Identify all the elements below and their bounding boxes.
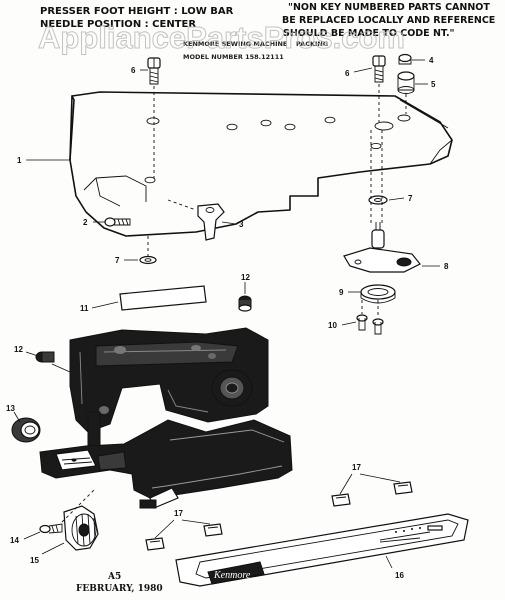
callout-12-top: 12	[241, 273, 250, 282]
screw-left-6	[147, 57, 161, 178]
non-key-note-line2: BE REPLACED LOCALLY AND REFERENCE	[282, 15, 495, 26]
rubber-ring-9	[348, 284, 396, 304]
callout-12-left: 12	[14, 345, 23, 354]
callout-9: 9	[339, 288, 344, 297]
callout-5: 5	[431, 80, 436, 89]
callout-6-right: 6	[345, 69, 350, 78]
callout-17-left: 17	[174, 509, 183, 518]
front-panel-16: Kenmore	[175, 513, 469, 587]
callout-17-right: 17	[352, 463, 361, 472]
callout-7-left: 7	[115, 256, 120, 265]
needle-position-note: NEEDLE POSITION : CENTER	[40, 19, 196, 30]
callout-2: 2	[83, 218, 88, 227]
clamp-3	[167, 199, 237, 241]
callout-4: 4	[429, 56, 434, 65]
callout-1: 1	[17, 156, 22, 165]
bushing-5	[397, 71, 428, 114]
cap-12-top	[238, 282, 252, 312]
non-key-note-line1: "NON KEY NUMBERED PARTS CANNOT	[288, 2, 490, 13]
callout-14: 14	[10, 536, 19, 545]
packing-label: PACKING	[296, 40, 328, 48]
washer-7-right	[368, 195, 405, 205]
screw-right-6	[372, 55, 386, 122]
callout-16: 16	[395, 571, 404, 580]
screws-10	[341, 300, 384, 335]
callout-6-left: 6	[131, 66, 136, 75]
callout-3: 3	[239, 220, 244, 229]
knob-12-left	[25, 351, 55, 363]
label-plate-11	[91, 285, 207, 311]
screw-2	[93, 217, 131, 227]
leader-lines	[26, 67, 393, 569]
callout-7-right: 7	[408, 194, 413, 203]
washer-7-left	[124, 236, 157, 265]
footer-code: A5	[107, 572, 121, 582]
model-title: KENMORE SEWING MACHINE	[183, 40, 287, 48]
non-key-note-line3: SHOULD BE MADE TO CODE NT."	[283, 28, 455, 39]
callout-10: 10	[328, 321, 337, 330]
screw-14	[23, 523, 63, 540]
callout-8: 8	[444, 262, 449, 271]
model-number: MODEL NUMBER 158.12111	[183, 53, 284, 61]
decals-17	[145, 473, 413, 551]
watermark: AppliancePartsPros.com	[38, 20, 405, 55]
callout-11: 11	[80, 304, 89, 313]
kenmore-badge: Kenmore	[213, 570, 251, 581]
bobbin-winder-8	[343, 130, 440, 273]
small-screw-4	[398, 53, 425, 65]
stitch-knob-15	[41, 489, 99, 555]
footer-date: FEBRUARY, 1980	[76, 584, 163, 594]
machine-bed	[39, 419, 293, 509]
callout-15: 15	[30, 556, 39, 565]
ring-13	[11, 411, 41, 443]
callout-13: 13	[6, 404, 15, 413]
presser-foot-note: PRESSER FOOT HEIGHT : LOW BAR	[40, 6, 234, 17]
top-cover-plate	[69, 91, 453, 237]
machine-head	[69, 327, 269, 453]
